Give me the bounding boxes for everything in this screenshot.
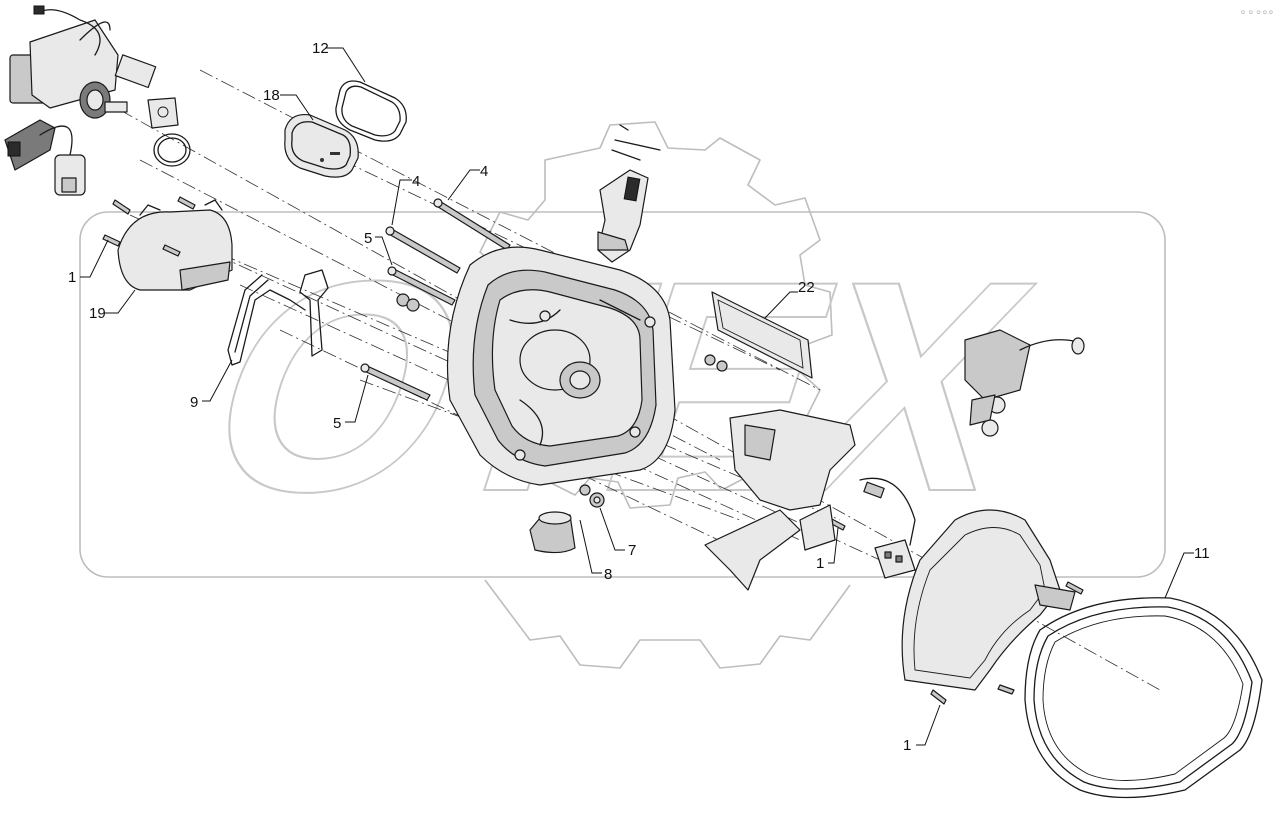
callout-5-upper: 5 <box>364 230 372 247</box>
callout-22: 22 <box>798 279 815 296</box>
callout-8: 8 <box>604 566 612 583</box>
watermark-gear-lower <box>484 579 851 669</box>
main-housing <box>446 246 676 486</box>
part-7-nut <box>589 492 605 508</box>
callout-4-right: 4 <box>480 163 488 180</box>
long-bolts <box>360 198 511 401</box>
handle <box>597 124 661 263</box>
lower-deflector <box>704 409 916 591</box>
callout-labels: 12 18 4 4 5 5 1 19 9 22 7 8 1 1 11 <box>68 40 1210 754</box>
callout-1-middle: 1 <box>816 555 824 572</box>
part-18-seal <box>284 113 359 178</box>
callout-19: 19 <box>89 305 106 322</box>
callout-18: 18 <box>263 87 280 104</box>
part-19-bracket <box>117 199 233 291</box>
part-22-pad <box>711 291 813 379</box>
callout-1-left: 1 <box>68 269 76 286</box>
callout-4-left: 4 <box>412 173 420 190</box>
corner-mark: ☺ ☺ ☺☺☺ <box>1240 10 1274 16</box>
part-11-seal-ring <box>1024 597 1263 799</box>
small-nuts <box>396 293 728 496</box>
callout-12: 12 <box>312 40 329 57</box>
callout-5-lower: 5 <box>333 415 341 432</box>
callout-1-bottom: 1 <box>903 737 911 754</box>
callout-9: 9 <box>190 394 198 411</box>
leader-lines <box>80 47 1194 746</box>
part-9-clips <box>227 269 329 366</box>
motor-assembly <box>4 5 191 196</box>
callout-7: 7 <box>628 542 636 559</box>
valve-assembly <box>964 329 1085 437</box>
callout-11: 11 <box>1194 545 1210 562</box>
part-12-gasket <box>335 80 407 142</box>
part-8-grommet <box>529 511 576 554</box>
small-screws <box>102 196 1084 705</box>
cover-plate <box>901 509 1076 691</box>
